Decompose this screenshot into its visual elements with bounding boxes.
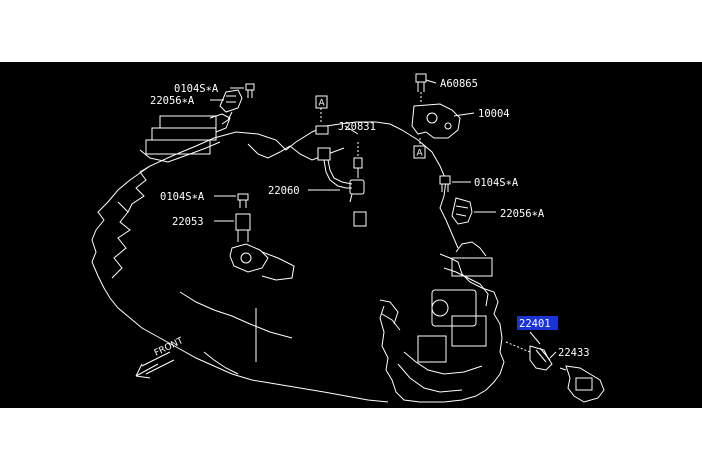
label-22056-top[interactable]: 22056∗A [150, 95, 195, 107]
label-22401-highlight [517, 316, 558, 330]
ref-a-label: A [319, 99, 326, 109]
label-a60865[interactable]: A60865 [440, 78, 478, 90]
spark-plug-22401[interactable] [505, 341, 553, 371]
left-valve-cover-detail [145, 113, 231, 155]
bolt-0104s-top[interactable] [245, 83, 255, 98]
label-0104s-right[interactable]: 0104S∗A [474, 177, 519, 189]
label-22433[interactable]: 22433 [558, 347, 590, 359]
sensor-22053[interactable] [229, 213, 295, 281]
sensor-22056-top[interactable] [219, 89, 243, 125]
bolt-0104s-right[interactable] [439, 175, 451, 192]
front-arrow: FRONT [135, 336, 185, 379]
label-22056-right[interactable]: 22056∗A [500, 208, 545, 220]
sensor-j20831[interactable] [349, 142, 367, 227]
ref-box-a-right: A [413, 138, 426, 159]
ignition-coil-22433[interactable] [559, 365, 605, 403]
leader-lines [210, 79, 557, 359]
timing-cover-outline [379, 241, 505, 403]
engine-sensor-diagram: A A [91, 73, 605, 403]
engine-block-outline [91, 121, 459, 403]
bracket-10004[interactable] [411, 103, 461, 139]
sensor-22056-right[interactable] [451, 197, 473, 225]
parts-diagram-canvas: A A [0, 62, 702, 408]
label-0104s-mid[interactable]: 0104S∗A [160, 191, 205, 203]
label-j20831[interactable]: J20831 [338, 121, 376, 133]
bolt-a60865[interactable] [415, 73, 427, 104]
label-22053[interactable]: 22053 [172, 216, 204, 228]
front-label: FRONT [153, 336, 185, 359]
part-labels: 0104S∗A 22056∗A A60865 10004 J20831 2206… [150, 78, 590, 359]
harness-22060[interactable] [317, 147, 353, 189]
label-22401[interactable]: 22401 [519, 318, 551, 330]
label-0104s-top[interactable]: 0104S∗A [174, 83, 219, 95]
label-22060[interactable]: 22060 [268, 185, 300, 197]
label-10004[interactable]: 10004 [478, 108, 510, 120]
ref-box-a-top: A [315, 95, 329, 135]
bolt-0104s-mid[interactable] [237, 193, 249, 208]
ref-a-label-2: A [417, 149, 424, 159]
